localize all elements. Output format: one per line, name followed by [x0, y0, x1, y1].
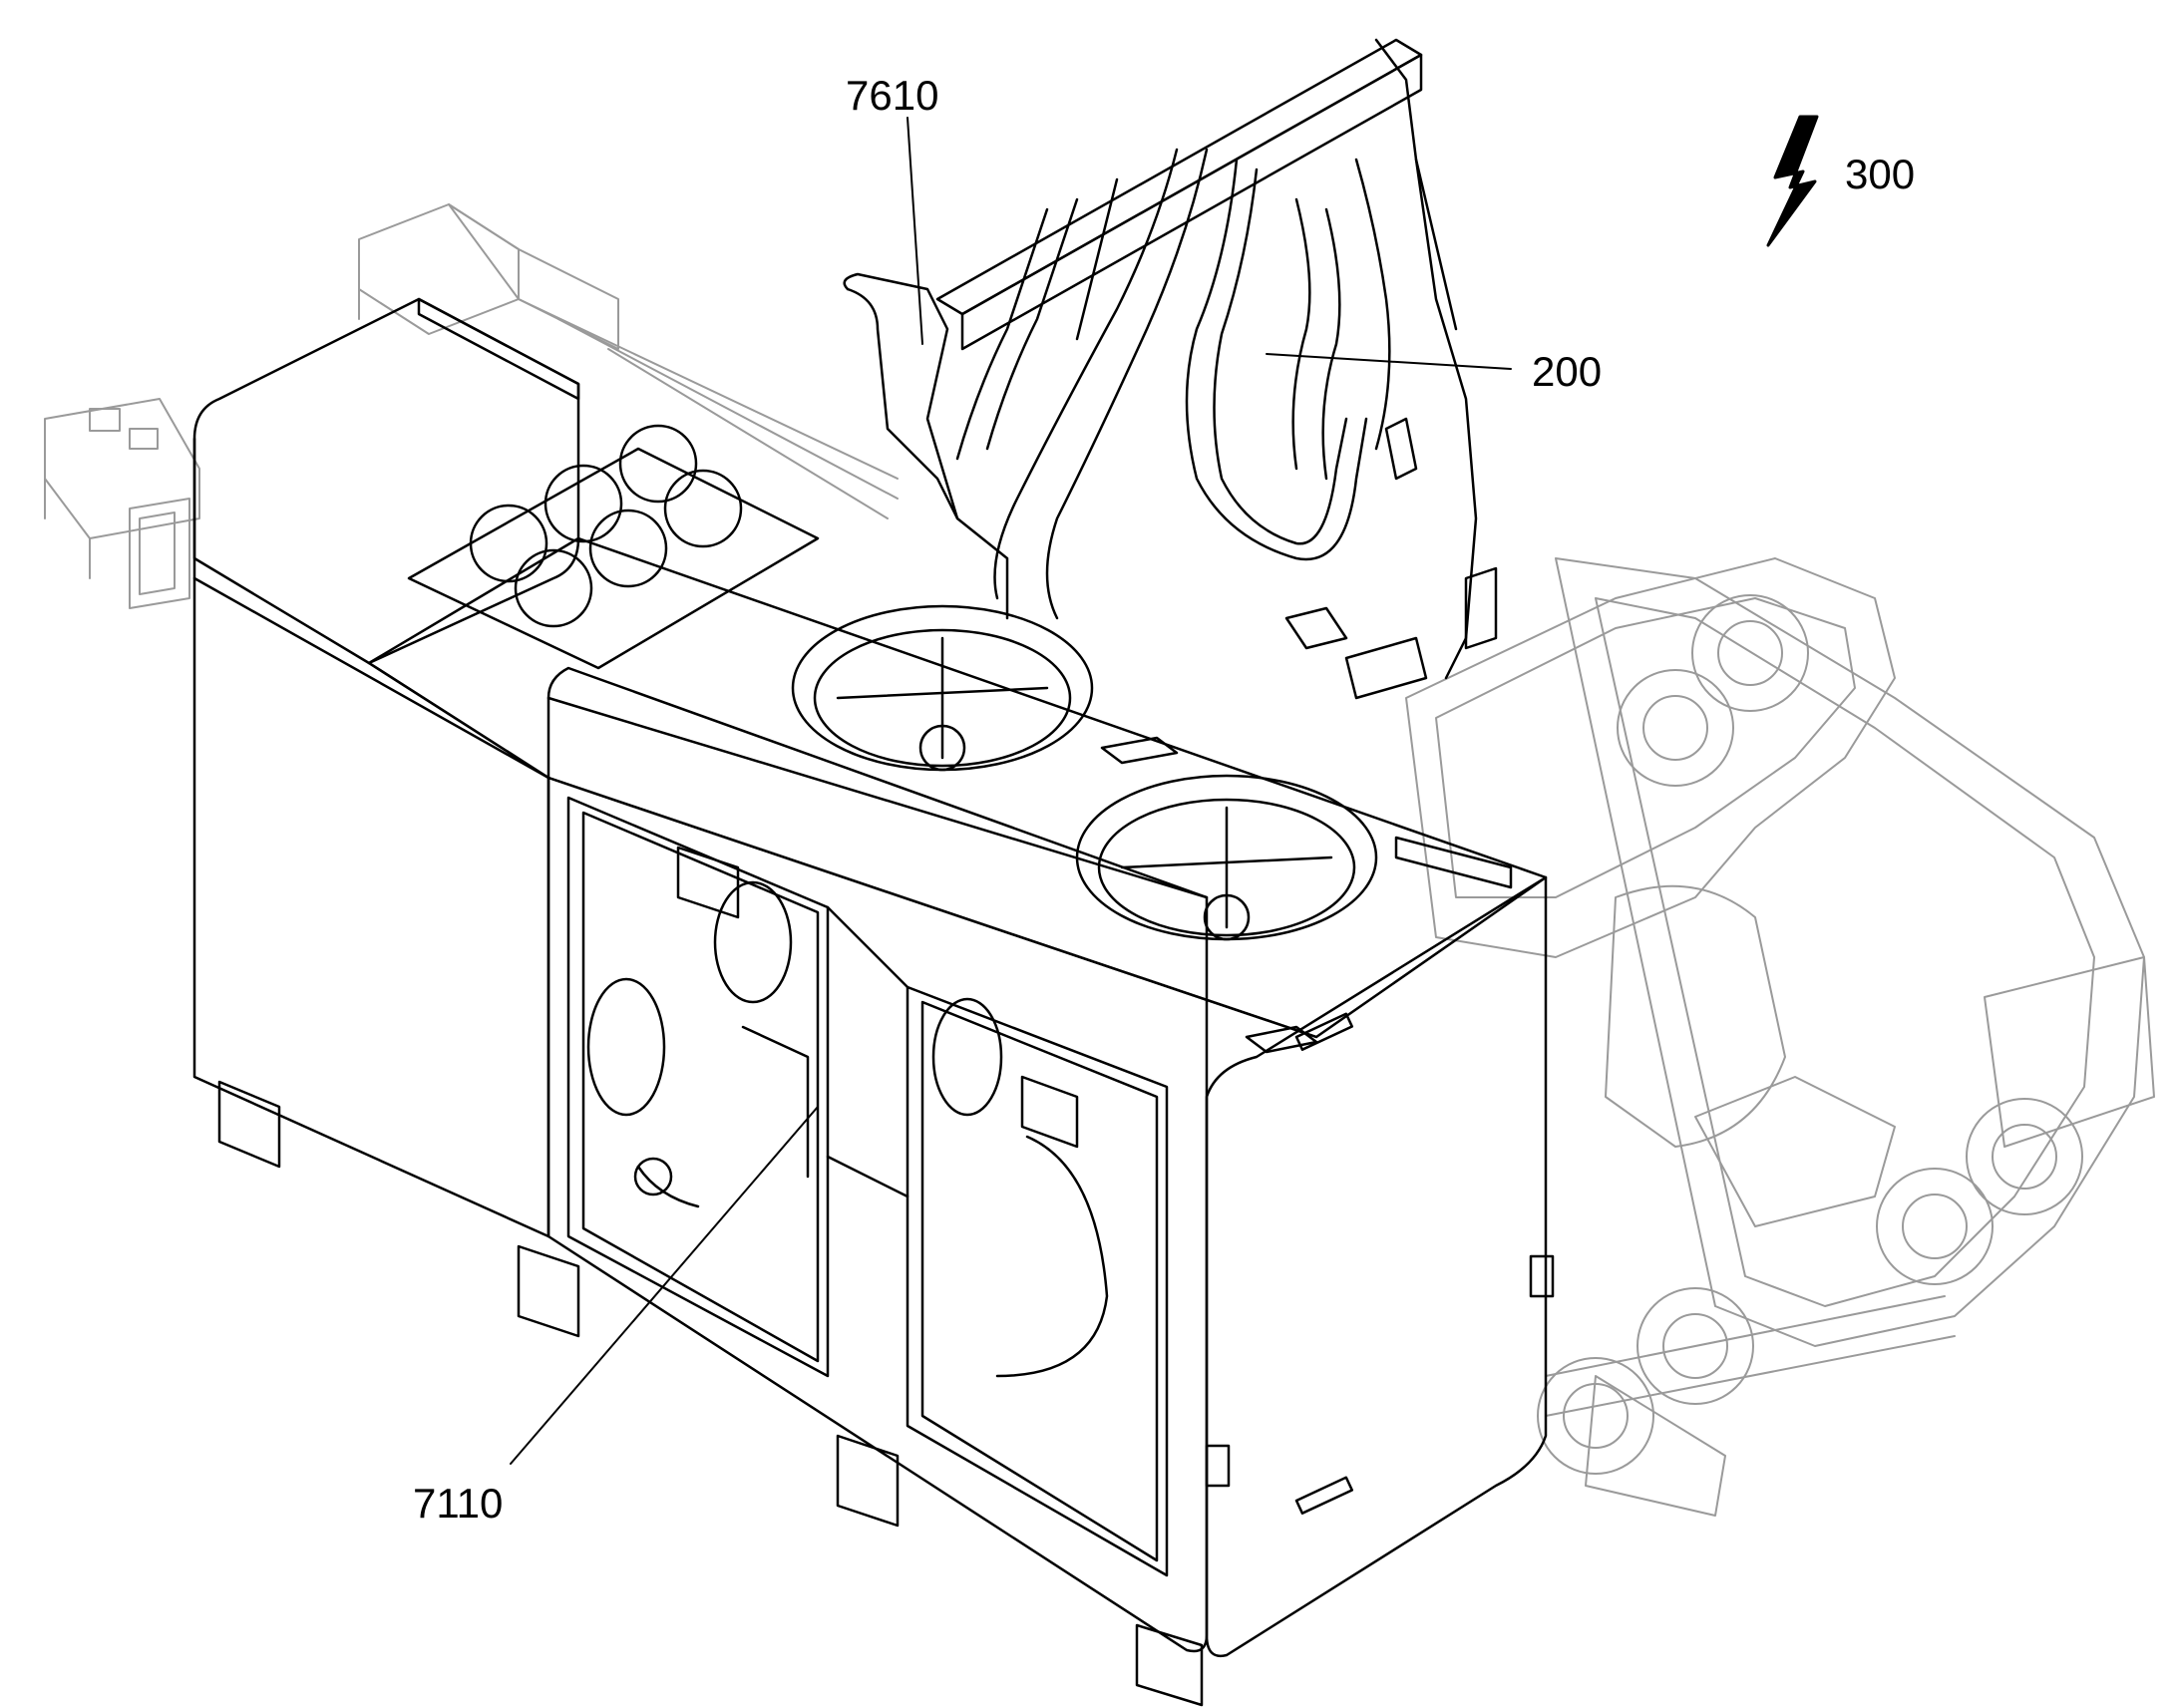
callout-7610: 7610: [846, 72, 939, 119]
ghost-chassis: [44, 203, 2155, 1517]
main-cabinet: [192, 297, 1555, 1707]
callout-7110: 7110: [413, 1480, 504, 1527]
callout-300: 300: [1845, 151, 1916, 197]
leader-7610: [907, 117, 923, 345]
lightning-bolt-icon: [1766, 115, 1819, 247]
hose-assembly: [843, 38, 1498, 700]
leader-7110: [510, 1106, 819, 1465]
leader-200: [1266, 353, 1512, 370]
leader-lines: [510, 117, 1512, 1465]
callout-200: 200: [1532, 348, 1603, 395]
